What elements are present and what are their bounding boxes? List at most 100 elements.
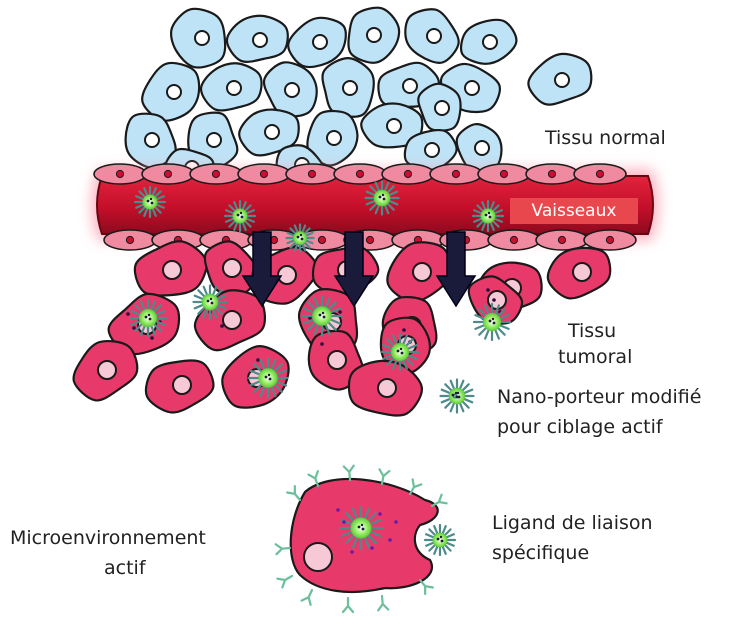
tumor-tissue-label-line1: Tissu <box>568 318 616 344</box>
normal-cell <box>348 8 399 63</box>
tumor-cell-nucleus <box>328 351 346 369</box>
drug-particle <box>320 342 324 346</box>
tumor-cell-nucleus <box>163 261 181 279</box>
normal-cell-nucleus <box>265 125 279 139</box>
normal-cell <box>461 20 516 64</box>
tumor-cell-nucleus <box>278 266 296 284</box>
normal-cell-nucleus <box>425 143 439 157</box>
drug-particle <box>492 298 496 302</box>
normal-cell-nucleus <box>285 83 299 97</box>
normal-cell-nucleus <box>207 133 221 147</box>
ligand-label-line2: spécifique <box>492 540 589 566</box>
normal-cell <box>227 16 288 62</box>
tumor-cell <box>146 360 213 412</box>
drug-particle <box>256 358 260 362</box>
nanocarrier-icon <box>474 304 510 340</box>
normal-cell-nucleus <box>167 85 181 99</box>
tumor-cell-nucleus <box>173 376 191 394</box>
tumor-cell-nucleus <box>488 291 506 309</box>
nanocarrier-icon <box>382 334 418 370</box>
tumor-cell-nucleus <box>223 311 241 329</box>
ligand-icon <box>377 596 388 611</box>
tumor-cell-nucleus <box>378 379 396 397</box>
normal-cell-nucleus <box>327 131 341 145</box>
microenvironment-label-line2: actif <box>104 555 146 581</box>
nanocarrier-icon <box>473 201 503 231</box>
endothelial-nucleus <box>606 236 613 243</box>
endothelial-nucleus <box>366 236 373 243</box>
drug-particle <box>378 512 382 516</box>
nanocarrier-icon <box>130 300 166 336</box>
normal-cell-nucleus <box>195 31 209 45</box>
drug-particle <box>370 546 374 550</box>
nanocarrier-icon <box>303 297 342 336</box>
drug-particle <box>338 310 342 314</box>
nanocarrier-icon <box>194 286 227 319</box>
endothelial-nucleus <box>260 170 267 177</box>
normal-tissue <box>126 8 592 187</box>
tumor-cell-nucleus <box>413 263 431 281</box>
normal-cell <box>405 9 458 63</box>
ligand-icon <box>343 598 353 612</box>
endothelial-nucleus <box>596 170 603 177</box>
drug-particle <box>220 324 224 328</box>
normal-tissue-label: Tissu normal <box>545 125 666 151</box>
tumor-cell-nucleus <box>573 263 591 281</box>
drug-particle <box>342 520 346 524</box>
tumor-tissue-label-line2: tumoral <box>558 344 632 370</box>
legend-nanocarrier-label-line1: Nano-porteur modifié <box>497 384 701 410</box>
normal-cell-nucleus <box>427 29 441 43</box>
endothelial-nucleus <box>116 170 123 177</box>
endothelial-nucleus <box>510 236 517 243</box>
endothelial-nucleus <box>164 170 171 177</box>
nanocarrier-icon <box>366 182 399 215</box>
nanocarrier-icon <box>249 359 288 398</box>
normal-cell-nucleus <box>387 119 401 133</box>
tumor-cell <box>74 341 138 400</box>
normal-cell <box>418 84 460 131</box>
normal-cell-nucleus <box>253 33 267 47</box>
drug-particle <box>486 288 490 292</box>
normal-cell-nucleus <box>227 81 241 95</box>
vessel-label: Vaisseaux <box>510 198 638 224</box>
endothelial-nucleus <box>308 170 315 177</box>
normal-cell <box>264 62 317 116</box>
drug-particle <box>350 550 354 554</box>
tumor-cell <box>135 241 207 295</box>
ligand-label-line1: Ligand de liaison <box>492 510 653 536</box>
drug-particle <box>388 538 392 542</box>
ligand-icon <box>276 543 291 554</box>
normal-cell <box>142 63 199 121</box>
active-microenvironment-cell <box>276 466 455 612</box>
endothelial-nucleus <box>548 170 555 177</box>
endothelial-nucleus <box>126 236 133 243</box>
nanocarrier-icon <box>225 201 255 231</box>
drug-particle <box>336 508 340 512</box>
drug-particle <box>402 328 406 332</box>
micro-cell-nucleus <box>304 543 332 571</box>
tumor-cell-nucleus <box>98 361 116 379</box>
normal-cell <box>528 54 591 105</box>
endothelial-nucleus <box>558 236 565 243</box>
nanocarrier-icon <box>340 507 382 549</box>
endothelial-nucleus <box>212 170 219 177</box>
ligand-icon <box>302 588 317 605</box>
tumor-cell <box>387 242 451 301</box>
normal-cell-nucleus <box>555 73 569 87</box>
normal-cell-nucleus <box>483 35 497 49</box>
nanocarrier-icon <box>135 187 165 217</box>
microenvironment-label-line1: Microenvironnement <box>10 525 206 551</box>
endothelial-nucleus <box>404 170 411 177</box>
normal-cell <box>201 63 262 110</box>
normal-cell-nucleus <box>465 81 479 95</box>
normal-cell-nucleus <box>475 141 489 155</box>
legend-nanocarrier-label-line2: pour ciblage actif <box>497 414 663 440</box>
normal-cell-nucleus <box>435 101 449 115</box>
drug-particle <box>150 336 154 340</box>
normal-cell <box>322 58 373 117</box>
normal-cell-nucleus <box>313 35 327 49</box>
tumor-cell <box>222 346 288 408</box>
tumor-cell-nucleus <box>223 259 241 277</box>
endothelial-nucleus <box>500 170 507 177</box>
endothelial-nucleus <box>318 236 325 243</box>
